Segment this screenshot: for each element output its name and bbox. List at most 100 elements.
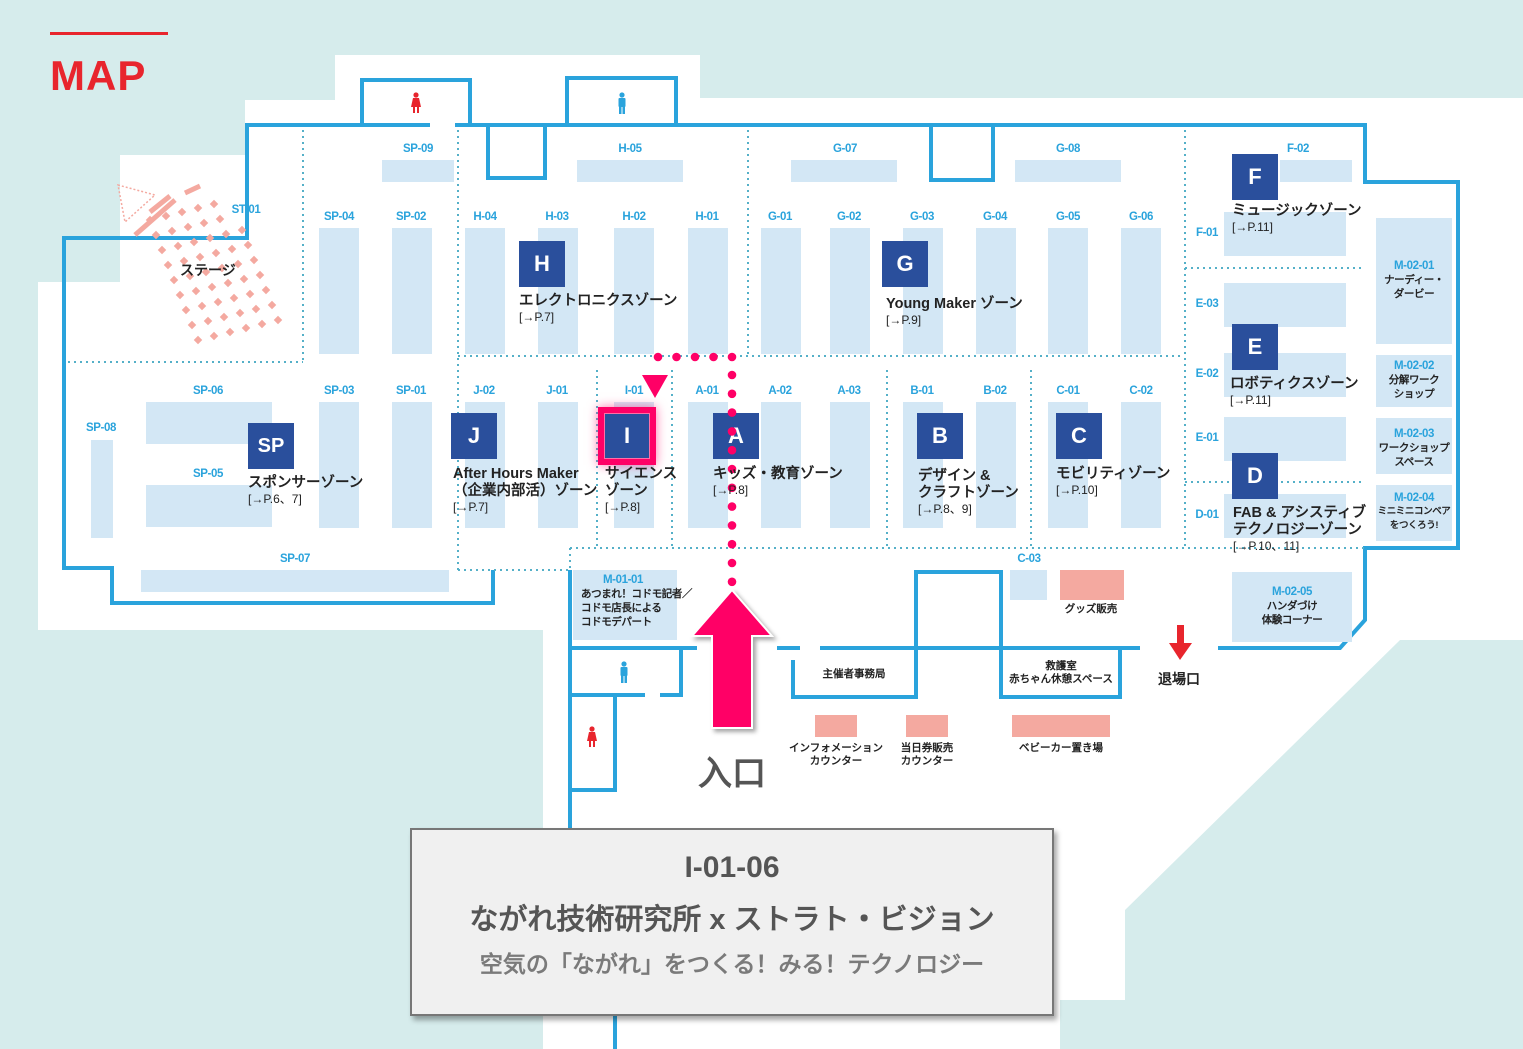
booth-g-01[interactable] [761,228,801,354]
stage-seat [197,301,207,311]
booth-h-02[interactable] [614,228,654,354]
zone-badge-b[interactable]: B [917,413,963,459]
stage-seat [161,211,171,221]
booth-m-02-04[interactable] [1376,485,1452,541]
booth-id: M-02-04 [1393,492,1435,504]
zone-badge-c[interactable]: C [1056,413,1102,459]
booth-e-03[interactable] [1224,283,1346,327]
zone-badge-i[interactable]: I [598,407,656,465]
booth-f-02[interactable] [1280,160,1352,182]
booth-g-04[interactable] [976,228,1016,354]
booth-m-02-03[interactable] [1376,418,1452,474]
zone-badge-h[interactable]: H [519,241,565,287]
route-dot [727,577,737,587]
booth-sp-03[interactable] [319,402,359,528]
booth-sp-09[interactable] [382,160,454,182]
booth-label: B-01 [910,385,934,398]
booth-id: H-02 [622,211,646,223]
stage-seat [233,259,243,269]
booth-label: J-02 [473,385,495,398]
booth-a-02[interactable] [761,402,801,528]
booth-f-01[interactable] [1224,212,1346,256]
booth-sp-08[interactable] [91,440,113,538]
stage-seat [225,327,235,337]
booth-sp-01[interactable] [392,402,432,528]
booth-id: H-01 [695,211,719,223]
booth-description: ワークショップ スペース [1378,442,1450,468]
booth-g-02[interactable] [830,228,870,354]
booth-m-02-01[interactable] [1376,218,1452,344]
booth-id: G-05 [1056,211,1080,223]
zone-name: デザイン & クラフトゾーン [918,468,1019,501]
booth-g-05[interactable] [1048,228,1088,354]
booth-label: A-02 [768,385,792,398]
booth-m-02-05[interactable] [1232,572,1352,642]
booth-label: A-01 [695,385,719,398]
booth-m-02-02[interactable] [1376,355,1452,407]
stage-seat [213,297,223,307]
stage-seat [245,289,255,299]
zone-label: After Hours Maker （企業内部活）ゾーン[→P.7] [453,466,597,514]
booth-id: E-03 [1195,298,1219,310]
booth-label: SP-04 [324,211,354,224]
booth-g-06[interactable] [1121,228,1161,354]
facility-marker [815,715,857,737]
stage-seat [273,315,283,325]
zone-badge-g[interactable]: G [882,241,928,287]
zone-name: スポンサーゾーン [248,475,364,491]
booth-id: A-02 [768,385,792,397]
facility-label: 当日券販売 カウンター [900,742,954,767]
zone-page-ref: [→P.10、11] [1233,539,1300,553]
booth-h-01[interactable] [688,228,728,354]
zone-name: After Hours Maker （企業内部活）ゾーン [453,466,598,499]
zone-badge-j[interactable]: J [451,413,497,459]
booth-c-02[interactable] [1121,402,1161,528]
entrance-arrow-icon [689,588,775,729]
booth-label: G-04 [983,211,1007,224]
route-dot [727,483,737,493]
zone-badge-f[interactable]: F [1232,154,1278,200]
booth-label: C-02 [1129,385,1153,398]
booth-id: C-02 [1129,385,1153,397]
booth-sp-05[interactable] [146,485,272,527]
stage-seat [177,207,187,217]
facility-label: 主催者事務局 [822,668,886,680]
stage-seat [189,237,199,247]
booth-sp-04[interactable] [319,228,359,354]
booth-c-03[interactable] [1010,570,1047,600]
stage-seat [227,244,237,254]
stage-seat [185,271,195,281]
booth-g-07[interactable] [791,160,897,182]
booth-m-01-01[interactable] [573,570,677,640]
booth-id: M-02-03 [1393,428,1435,440]
booth-id: H-03 [545,211,569,223]
zone-page-ref: [→P.9] [886,313,922,327]
booth-id: SP-07 [280,553,310,565]
zone-name: キッズ・教育ゾーン [713,466,843,482]
booth-j-01[interactable] [538,402,578,528]
booth-sp-02[interactable] [392,228,432,354]
booth-id: SP-06 [193,385,223,397]
zone-name: サイエンス ゾーン [605,466,678,499]
zone-label: FAB & アシスティブ テクノロジーゾーン[→P.10、11] [1233,505,1366,553]
zone-label: デザイン & クラフトゾーン[→P.8、9] [918,468,1019,516]
booth-b-02[interactable] [976,402,1016,528]
booth-h-04[interactable] [465,228,505,354]
facility-label: 救護室 赤ちゃん休憩スペース [1009,660,1113,685]
booth-label: F-01 [1196,227,1218,240]
stage-id-label: ST-01 [231,204,261,216]
stage-seat [237,225,247,235]
facility-label: ベビーカー置き場 [1019,742,1103,754]
zone-badge-e[interactable]: E [1232,324,1278,370]
zone-badge-d[interactable]: D [1232,453,1278,499]
zone-badge-sp[interactable]: SP [248,423,294,469]
booth-d-01[interactable] [1224,494,1346,538]
card-description: 空気の「ながれ」をつくる！みる！テクノロジー [479,951,985,977]
booth-sp-07[interactable] [141,570,449,592]
booth-h-05[interactable] [577,160,683,182]
booth-id: G-07 [833,143,857,155]
booth-a-03[interactable] [830,402,870,528]
booth-label: A-03 [837,385,861,398]
booth-g-08[interactable] [1015,160,1121,182]
zone-page-ref: [→P.10] [1056,483,1098,497]
